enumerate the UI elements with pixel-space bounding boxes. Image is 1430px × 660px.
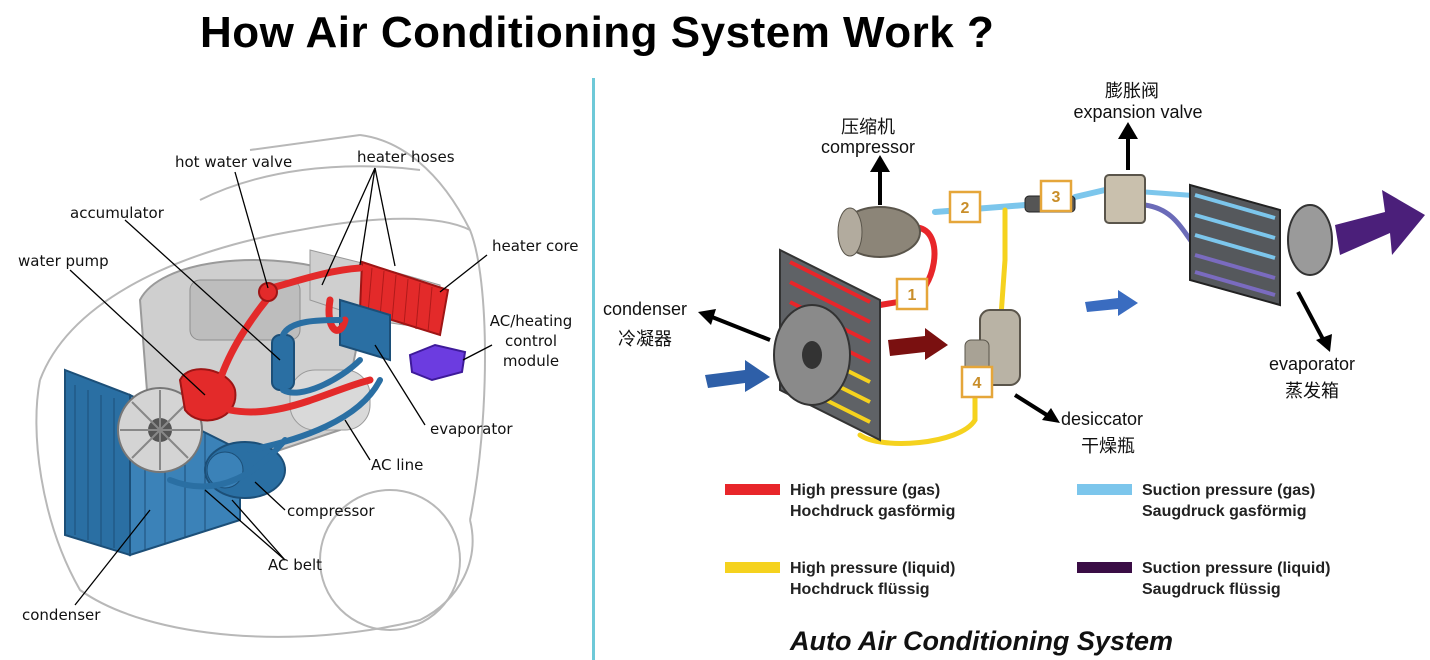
legend-label: High pressure (gas) [790,482,940,499]
hot-water-valve-part [258,282,278,302]
label-condenser-en: condenser [603,299,687,319]
pipe-high-liquid-2 [857,367,978,446]
label-condenser-cn: 冷凝器 [618,329,672,349]
step-4: 4 [973,375,982,392]
label-ac-heating-module-3: module [503,352,559,370]
ac-refrigerant-lines [167,317,383,490]
flow-arrow-blue-2 [1085,290,1138,316]
heater-hose-lines [216,264,374,416]
label-evaporator-cn: 蒸发箱 [1285,381,1339,401]
legend-swatch [1077,562,1132,573]
legend-label-de: Hochdruck gasförmig [790,503,955,520]
callout-arrows [711,135,1327,419]
label-expansion-valve-en: expansion valve [1073,102,1202,122]
legend-label: High pressure (liquid) [790,560,955,577]
label-condenser: condenser [22,606,101,624]
control-module-part [408,343,467,382]
pipe-high-liquid [997,207,1008,333]
legend-label-de: Saugdruck gasförmig [1142,503,1306,520]
compressor-part [837,206,921,258]
callout-arrowheads [698,122,1332,423]
step-boxes [895,179,1073,399]
label-water-pump: water pump [18,252,109,270]
label-hot-water-valve: hot water valve [175,153,292,171]
label-ac-heating-module-1: AC/heating [490,312,573,330]
outflow-arrow-purple [1335,190,1425,255]
divider [592,78,595,660]
label-evaporator: evaporator [430,420,513,438]
legend-swatch [1077,484,1132,495]
flow-arrow-darkred [888,328,948,360]
label-ac-line: AC line [371,456,423,474]
inflow-arrow-blue [705,360,770,392]
label-ac-belt: AC belt [268,556,322,574]
legend-swatch [725,484,780,495]
car-ac-diagram: hot water valve heater hoses accumulator… [18,134,578,638]
label-heater-core: heater core [492,237,578,255]
page-title: How Air Conditioning System Work ? [200,8,995,57]
legend-label: Suction pressure (liquid) [1142,560,1330,577]
label-compressor: compressor [287,502,375,520]
label-heater-hoses: heater hoses [357,148,455,166]
evaporator-coil [1189,183,1333,307]
expansion-valve-part [1104,174,1146,224]
diagram-caption: Auto Air Conditioning System [790,626,1173,656]
leader-lines [69,167,493,606]
label-ac-heating-module-2: control [505,332,557,350]
legend-label-de: Hochdruck flüssig [790,581,930,598]
label-desiccator-cn: 干燥瓶 [1081,436,1135,456]
label-compressor-en: compressor [821,137,915,157]
radiator-fan [117,387,203,473]
legend-label: Suction pressure (gas) [1142,482,1315,499]
label-expansion-valve-cn: 膨胀阀 [1105,81,1159,101]
label-desiccator-en: desiccator [1061,409,1143,429]
legend-label-de: Saugdruck flüssig [1142,581,1281,598]
legend: High pressure (gas)Hochdruck gasförmigSu… [725,482,1330,598]
label-evaporator-en: evaporator [1269,354,1355,374]
step-2: 2 [961,200,970,217]
label-accumulator: accumulator [70,204,165,222]
step-3: 3 [1052,189,1061,206]
car-body-outline [35,134,486,638]
label-compressor-cn: 压缩机 [841,117,895,137]
legend-swatch [725,562,780,573]
condenser-coil [773,248,881,442]
pipe-to-valve [1072,187,1108,200]
step-1: 1 [908,287,917,304]
